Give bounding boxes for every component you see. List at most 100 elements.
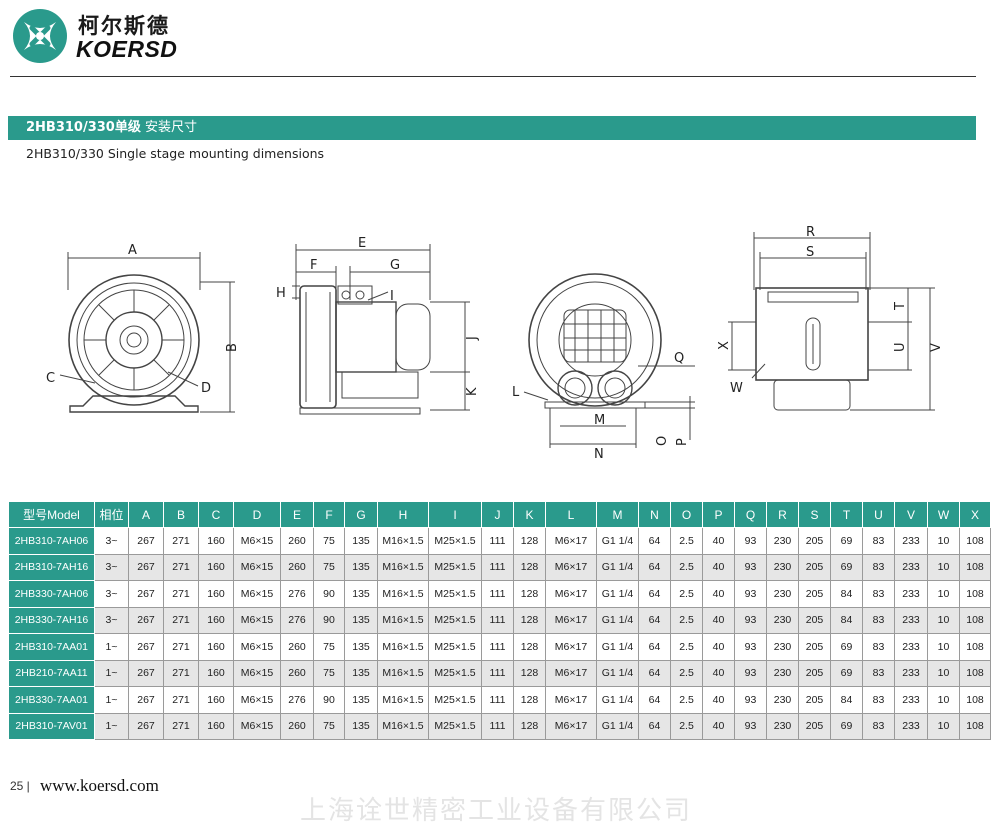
- value-cell: 69: [830, 712, 863, 740]
- value-cell: M25×1.5: [428, 712, 482, 740]
- value-cell: 260: [280, 527, 314, 555]
- column-header: Q: [734, 501, 767, 528]
- value-cell: 160: [198, 659, 234, 687]
- value-cell: 111: [481, 659, 514, 687]
- column-header: S: [798, 501, 831, 528]
- value-cell: 111: [481, 633, 514, 661]
- value-cell: M16×1.5: [377, 659, 429, 687]
- dim-label-s: S: [806, 245, 814, 260]
- value-cell: M6×17: [545, 606, 597, 634]
- value-cell: 93: [734, 606, 767, 634]
- dim-label-q: Q: [674, 351, 684, 366]
- value-cell: M6×15: [233, 659, 281, 687]
- column-header: L: [545, 501, 597, 528]
- value-cell: 108: [959, 633, 991, 661]
- value-cell: 83: [862, 633, 895, 661]
- value-cell: 2.5: [670, 606, 703, 634]
- column-header: E: [280, 501, 314, 528]
- value-cell: 69: [830, 659, 863, 687]
- footer-url-link[interactable]: www.koersd.com: [40, 776, 159, 795]
- column-header: H: [377, 501, 429, 528]
- value-cell: M6×17: [545, 712, 597, 740]
- model-cell: 2HB310-7AH06: [8, 527, 95, 555]
- value-cell: 111: [481, 606, 514, 634]
- value-cell: 233: [894, 633, 928, 661]
- value-cell: G1 1/4: [596, 580, 639, 608]
- value-cell: 135: [344, 659, 378, 687]
- value-cell: 64: [638, 686, 671, 714]
- column-header: F: [313, 501, 345, 528]
- value-cell: 108: [959, 659, 991, 687]
- dim-label-m: M: [594, 413, 605, 428]
- value-cell: 90: [313, 606, 345, 634]
- column-header: A: [128, 501, 164, 528]
- dim-label-d: D: [201, 381, 211, 396]
- value-cell: 1~: [94, 633, 129, 661]
- value-cell: 267: [128, 633, 164, 661]
- dim-label-i: I: [390, 289, 394, 304]
- value-cell: 1~: [94, 659, 129, 687]
- value-cell: 83: [862, 553, 895, 581]
- column-header: R: [766, 501, 799, 528]
- value-cell: 83: [862, 606, 895, 634]
- value-cell: 260: [280, 659, 314, 687]
- value-cell: 128: [513, 527, 546, 555]
- value-cell: 10: [927, 712, 960, 740]
- value-cell: 271: [163, 633, 199, 661]
- column-header: C: [198, 501, 234, 528]
- value-cell: 83: [862, 712, 895, 740]
- column-header: D: [233, 501, 281, 528]
- dim-label-u: U: [893, 342, 908, 352]
- value-cell: 233: [894, 553, 928, 581]
- value-cell: 83: [862, 580, 895, 608]
- value-cell: 83: [862, 659, 895, 687]
- value-cell: 10: [927, 553, 960, 581]
- column-header: P: [702, 501, 735, 528]
- value-cell: G1 1/4: [596, 633, 639, 661]
- value-cell: 271: [163, 580, 199, 608]
- value-cell: 230: [766, 686, 799, 714]
- dim-label-h: H: [276, 286, 286, 301]
- value-cell: M6×17: [545, 553, 597, 581]
- value-cell: G1 1/4: [596, 712, 639, 740]
- value-cell: 64: [638, 606, 671, 634]
- value-cell: 75: [313, 553, 345, 581]
- value-cell: 3~: [94, 553, 129, 581]
- value-cell: 260: [280, 712, 314, 740]
- value-cell: 108: [959, 553, 991, 581]
- value-cell: M25×1.5: [428, 580, 482, 608]
- dim-label-t: T: [893, 302, 908, 311]
- header-divider: [10, 76, 976, 77]
- value-cell: 10: [927, 580, 960, 608]
- value-cell: 276: [280, 686, 314, 714]
- value-cell: 83: [862, 686, 895, 714]
- value-cell: 205: [798, 686, 831, 714]
- column-header: W: [927, 501, 960, 528]
- value-cell: 267: [128, 580, 164, 608]
- value-cell: 267: [128, 606, 164, 634]
- value-cell: 90: [313, 686, 345, 714]
- value-cell: M25×1.5: [428, 553, 482, 581]
- value-cell: 75: [313, 633, 345, 661]
- value-cell: 205: [798, 527, 831, 555]
- company-watermark: 上海诠世精密工业设备有限公司: [300, 796, 693, 826]
- dim-label-x: X: [717, 341, 732, 350]
- value-cell: 128: [513, 659, 546, 687]
- column-header: N: [638, 501, 671, 528]
- value-cell: 108: [959, 580, 991, 608]
- model-cell: 2HB330-7AH06: [8, 580, 95, 608]
- value-cell: 205: [798, 606, 831, 634]
- section-banner: 2HB310/330单级 安装尺寸: [8, 116, 976, 140]
- value-cell: 128: [513, 553, 546, 581]
- value-cell: 40: [702, 527, 735, 555]
- column-header: I: [428, 501, 482, 528]
- value-cell: 267: [128, 527, 164, 555]
- column-header: G: [344, 501, 378, 528]
- value-cell: 93: [734, 580, 767, 608]
- column-header: V: [894, 501, 928, 528]
